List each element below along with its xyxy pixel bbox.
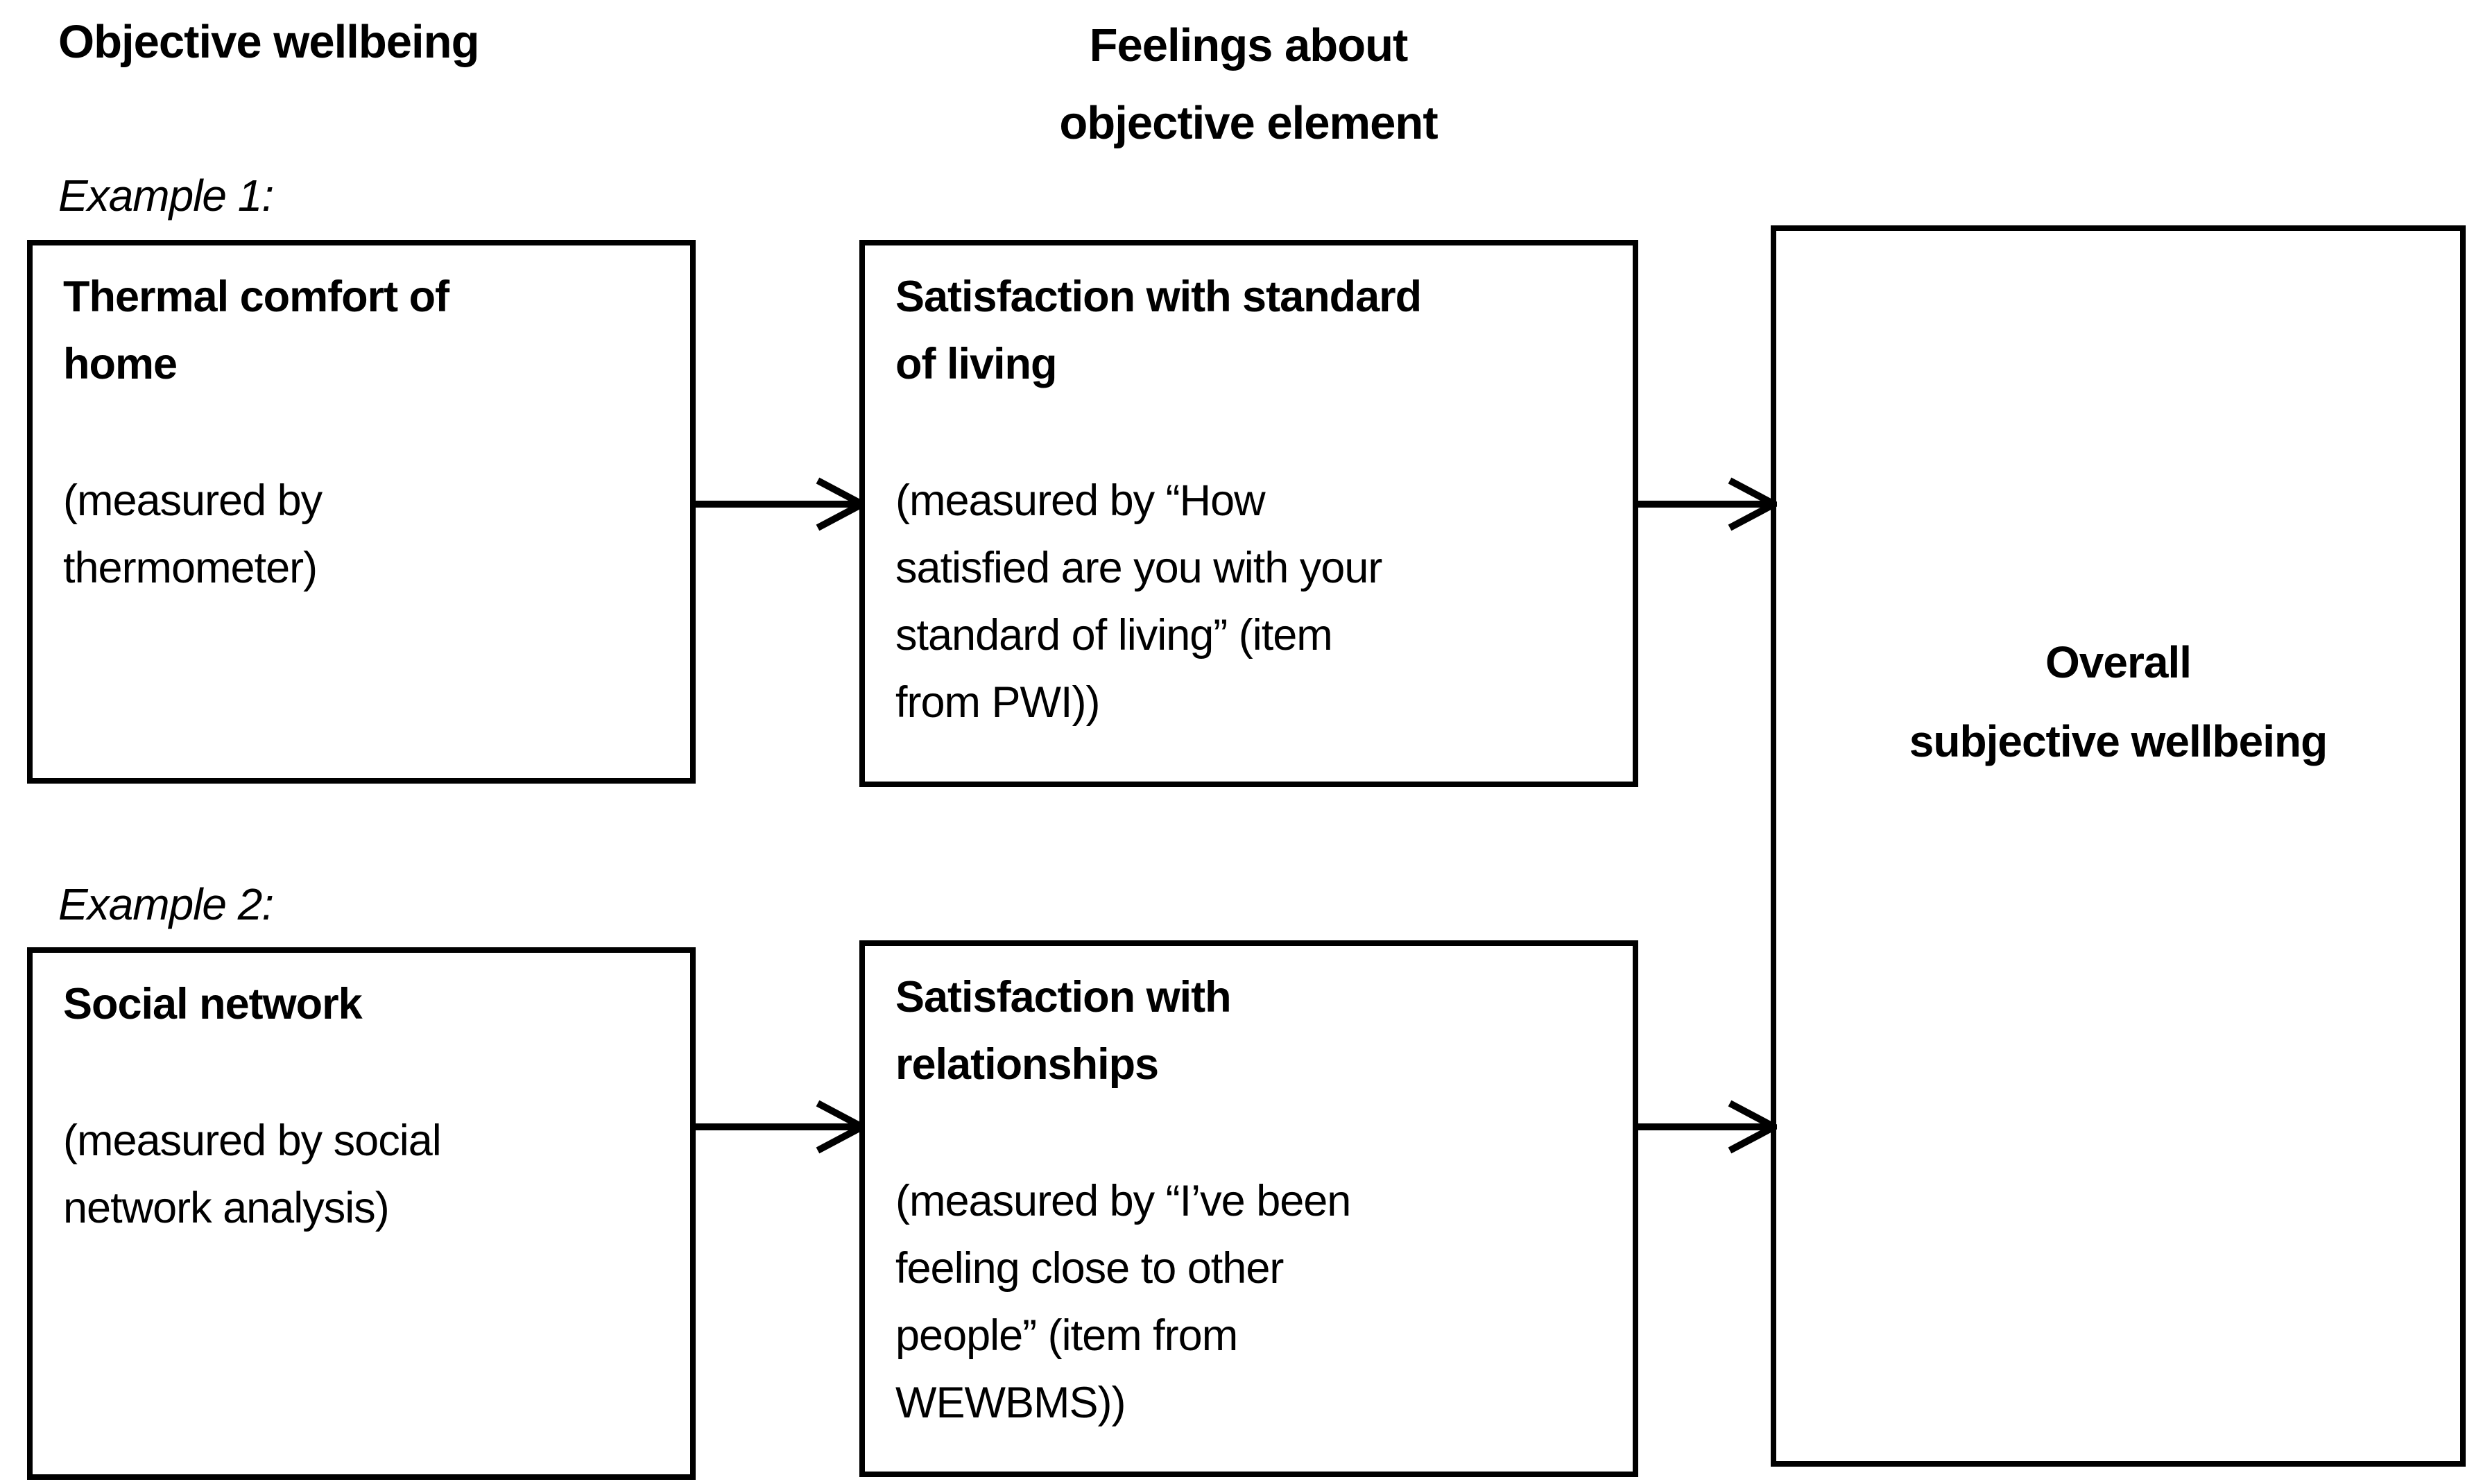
box-satisfaction-relationships: Satisfaction with relationships (measure… xyxy=(859,940,1638,1477)
arrowhead-icon xyxy=(1728,1100,1777,1154)
box-title: Satisfaction with standard of living xyxy=(895,273,1422,388)
box-body: (measured by “How satisfied are you with… xyxy=(895,476,1382,727)
arrowhead-icon xyxy=(816,1100,865,1154)
box-title: Overall subjective wellbeing xyxy=(1909,637,2328,766)
arrow-standard-to-overall xyxy=(1633,477,1777,531)
box-title: Satisfaction with relationships xyxy=(895,973,1232,1089)
box-thermal-comfort-of-home: Thermal comfort of home (measured by the… xyxy=(27,240,696,784)
example-2-label: Example 2: xyxy=(58,879,274,929)
arrow-thermal-to-standard xyxy=(690,477,865,531)
box-satisfaction-standard-of-living: Satisfaction with standard of living (me… xyxy=(859,240,1638,787)
box-overall-subjective-wellbeing: Overall subjective wellbeing xyxy=(1771,225,2466,1467)
box-body: (measured by “I’ve been feeling close to… xyxy=(895,1177,1351,1427)
column-header-feelings-about-objective-element: Feelings about objective element xyxy=(1059,19,1438,149)
box-body: (measured by thermometer) xyxy=(63,476,323,592)
arrowhead-icon xyxy=(816,477,865,531)
example-1-label: Example 1: xyxy=(58,171,274,221)
box-social-network: Social network (measured by social netwo… xyxy=(27,947,696,1480)
arrow-relationships-to-overall xyxy=(1633,1100,1777,1154)
box-title: Thermal comfort of home xyxy=(63,273,449,388)
column-header-objective-wellbeing: Objective wellbeing xyxy=(58,16,480,68)
box-body: (measured by social network analysis) xyxy=(63,1116,442,1232)
arrow-social-to-relationships xyxy=(690,1100,865,1154)
box-title: Social network xyxy=(63,980,363,1028)
arrowhead-icon xyxy=(1728,477,1777,531)
